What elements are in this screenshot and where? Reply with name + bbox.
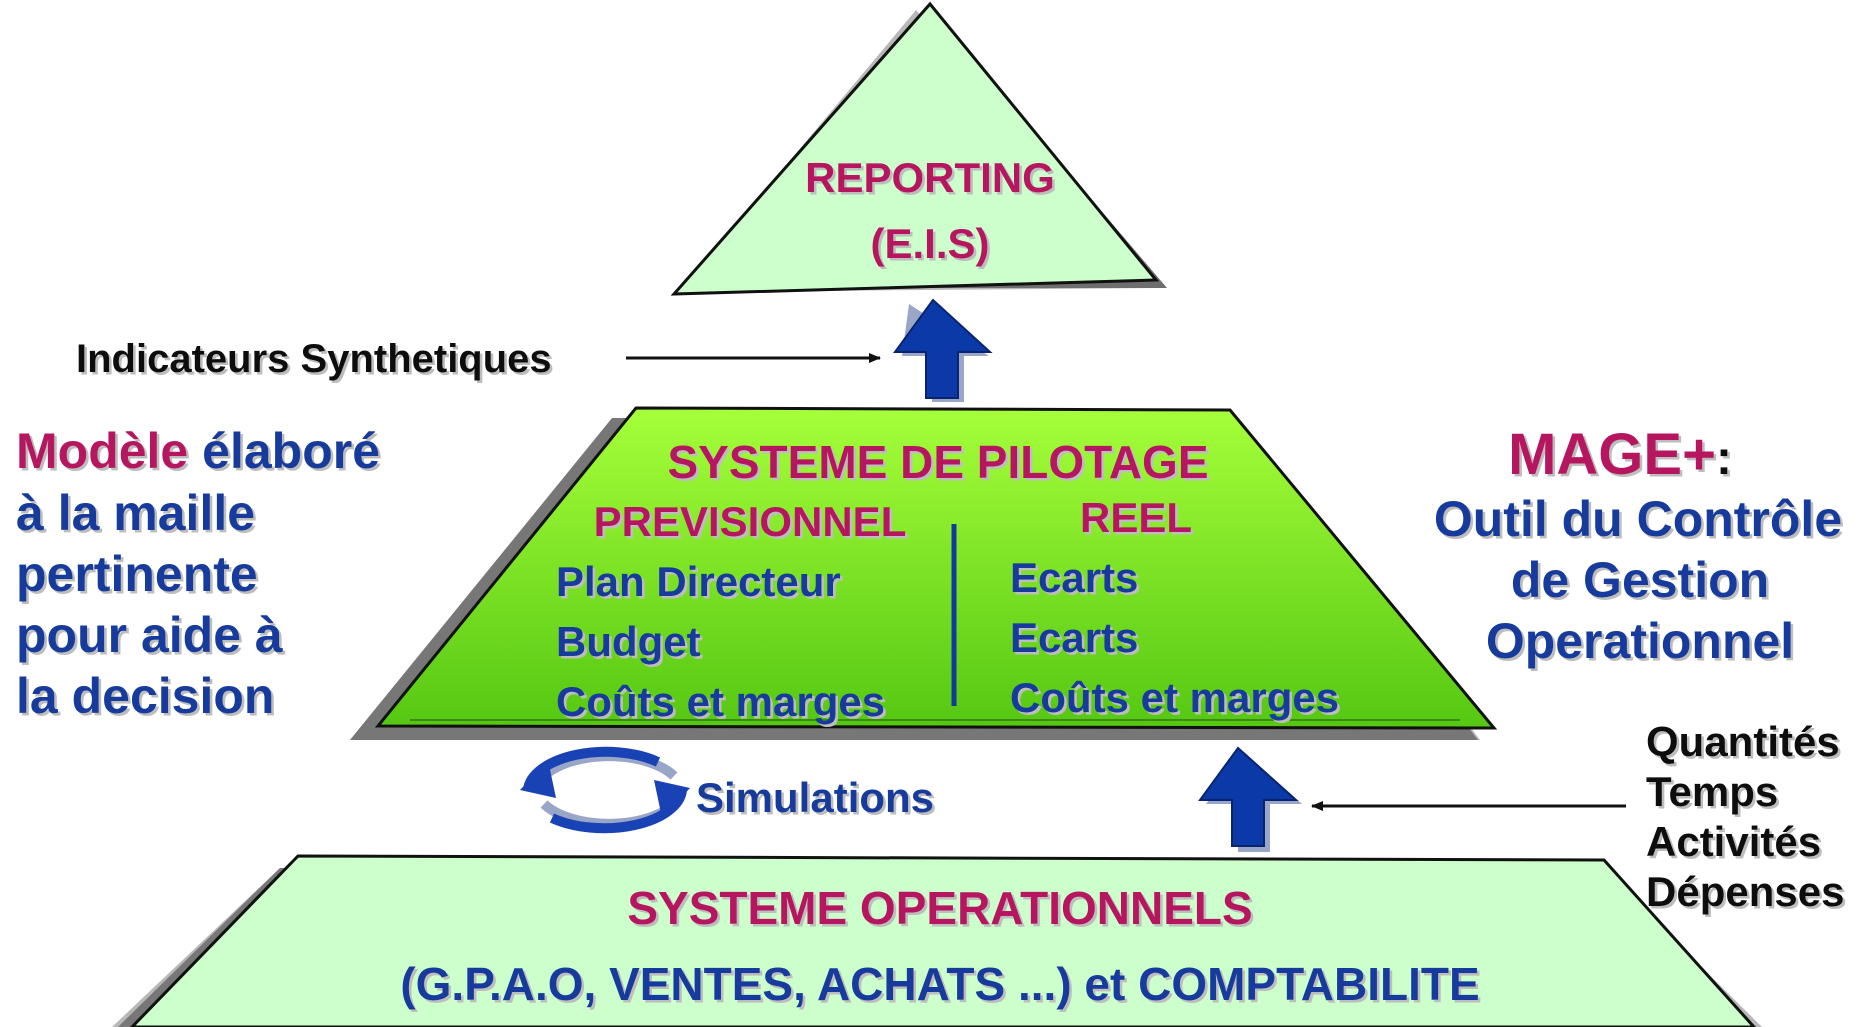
left-note-line: à la maille (16, 485, 255, 541)
cycle-arrows-icon (520, 746, 690, 834)
reporting-subtitle: (E.I.S) (870, 220, 989, 267)
left-note: Modèle élaboré à la maille pertinente po… (16, 423, 380, 724)
left-note-line: pertinente (16, 546, 258, 602)
previsionnel-item: Budget (556, 618, 701, 665)
pilotage-trapezoid (350, 406, 1498, 740)
right-note-line: de Gestion (1511, 552, 1769, 608)
left-note-highlight: Modèle (16, 423, 188, 479)
inputs-item: Activités (1646, 818, 1821, 865)
svg-text:MAGE+:: MAGE+: (1508, 422, 1732, 487)
left-note-line: la decision (16, 668, 274, 724)
reel-item: Ecarts (1010, 614, 1138, 661)
reel-item: Ecarts (1010, 554, 1138, 601)
previsionnel-item: Plan Directeur (556, 558, 841, 605)
inputs-item: Quantités (1646, 718, 1840, 765)
inputs-item: Dépenses (1646, 868, 1844, 915)
right-note-colon: : (1716, 432, 1732, 485)
pilotage-title: SYSTEME DE PILOTAGE (668, 436, 1209, 488)
operationnels-subtitle: (G.P.A.O, VENTES, ACHATS ...) et COMPTAB… (400, 958, 1479, 1010)
reel-item: Coûts et marges (1010, 674, 1339, 721)
operationnels-trapezoid (112, 854, 1762, 1027)
reporting-triangle (670, 1, 1167, 296)
right-note: MAGE+: Outil du Contrôle de Gestion Oper… (1434, 422, 1842, 669)
up-arrow-to-reporting-icon (893, 298, 993, 402)
operationnels-title: SYSTEME OPERATIONNELS (627, 882, 1252, 934)
inputs-list: Quantités Temps Activités Dépenses (1646, 718, 1844, 915)
indicateurs-label: Indicateurs Synthetiques (76, 337, 552, 381)
svg-text:Modèle élaboré: Modèle élaboré (16, 423, 380, 479)
reel-header: REEL (1080, 494, 1192, 541)
right-note-title: MAGE+ (1508, 422, 1716, 487)
reporting-title: REPORTING (805, 154, 1055, 201)
right-note-line: Outil du Contrôle (1434, 491, 1842, 547)
left-note-line1-rest: élaboré (188, 423, 380, 479)
simulations-label: Simulations (696, 774, 934, 821)
up-arrow-to-pilotage-icon (1198, 746, 1302, 852)
previsionnel-header: PREVISIONNEL (594, 498, 907, 545)
inputs-item: Temps (1646, 768, 1778, 815)
previsionnel-item: Coûts et marges (556, 678, 885, 725)
left-note-line: pour aide à (16, 607, 283, 663)
right-note-line: Operationnel (1486, 613, 1794, 669)
